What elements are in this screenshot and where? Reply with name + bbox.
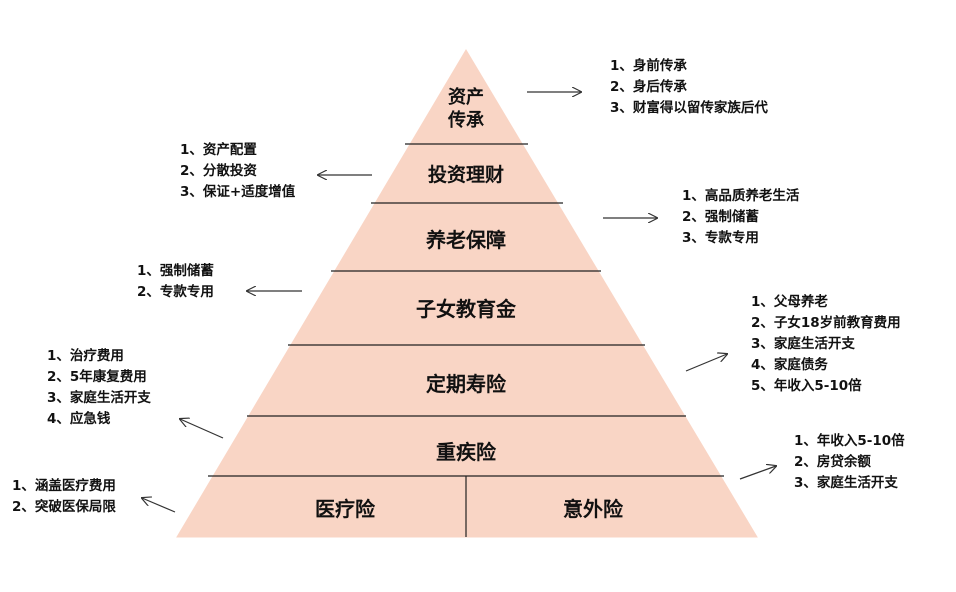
- note-education: 1、强制储蓄 2、专款专用: [137, 261, 214, 303]
- level-critical-label: 重疾险: [436, 440, 496, 464]
- arrow-term-life: [685, 354, 727, 372]
- level-pension-label: 养老保障: [426, 228, 506, 252]
- note-invest: 1、资产配置 2、分散投资 3、保证+适度增值: [180, 140, 295, 203]
- note-item: 1、高品质养老生活: [682, 188, 800, 204]
- note-item: 4、应急钱: [47, 411, 111, 427]
- note-item: 3、保证+适度增值: [180, 184, 296, 200]
- note-item: 1、资产配置: [180, 142, 257, 158]
- note-item: 2、强制储蓄: [682, 209, 759, 225]
- level-term-life-label: 定期寿险: [426, 372, 506, 396]
- note-item: 1、强制储蓄: [137, 263, 214, 279]
- note-item: 2、房贷余额: [794, 454, 871, 470]
- note-pension: 1、高品质养老生活 2、强制储蓄 3、专款专用: [682, 186, 799, 249]
- level-education-label: 子女教育金: [416, 297, 516, 321]
- arrow-medical: [142, 498, 176, 513]
- note-item: 2、分散投资: [180, 163, 257, 179]
- note-accident: 1、年收入5-10倍 2、房贷余额 3、家庭生活开支: [794, 431, 905, 494]
- note-item: 3、家庭生活开支: [794, 475, 898, 491]
- note-item: 1、涵盖医疗费用: [12, 478, 116, 494]
- level-medical-label: 医疗险: [315, 497, 375, 521]
- note-item: 1、年收入5-10倍: [794, 433, 905, 449]
- note-item: 4、家庭债务: [751, 357, 828, 373]
- note-medical: 1、涵盖医疗费用 2、突破医保局限: [12, 476, 116, 518]
- note-item: 3、财富得以留传家族后代: [610, 100, 768, 116]
- note-asset: 1、身前传承 2、身后传承 3、财富得以留传家族后代: [610, 56, 768, 119]
- note-item: 5、年收入5-10倍: [751, 378, 862, 394]
- note-item: 2、子女18岁前教育费用: [751, 315, 901, 331]
- level-asset-line2: 传承: [448, 109, 484, 131]
- pyramid-shape: [176, 49, 758, 538]
- note-item: 1、父母养老: [751, 294, 828, 310]
- note-item: 1、身前传承: [610, 58, 687, 74]
- arrow-accident: [739, 466, 776, 480]
- level-asset-line1: 资产: [448, 87, 484, 108]
- note-item: 2、突破医保局限: [12, 499, 116, 515]
- arrow-critical: [180, 419, 224, 439]
- note-item: 1、治疗费用: [47, 348, 124, 364]
- level-asset-label: 资产 传承: [437, 87, 495, 132]
- note-item: 2、5年康复费用: [47, 369, 147, 385]
- level-invest-label: 投资理财: [427, 164, 504, 186]
- note-item: 2、身后传承: [610, 79, 687, 95]
- note-item: 3、专款专用: [682, 230, 759, 246]
- note-item: 2、专款专用: [137, 284, 214, 300]
- note-term-life: 1、父母养老 2、子女18岁前教育费用 3、家庭生活开支 4、家庭债务 5、年收…: [751, 292, 901, 397]
- note-item: 3、家庭生活开支: [751, 336, 855, 352]
- note-critical: 1、治疗费用 2、5年康复费用 3、家庭生活开支 4、应急钱: [47, 346, 151, 430]
- level-accident-label: 意外险: [563, 497, 623, 521]
- note-item: 3、家庭生活开支: [47, 390, 151, 406]
